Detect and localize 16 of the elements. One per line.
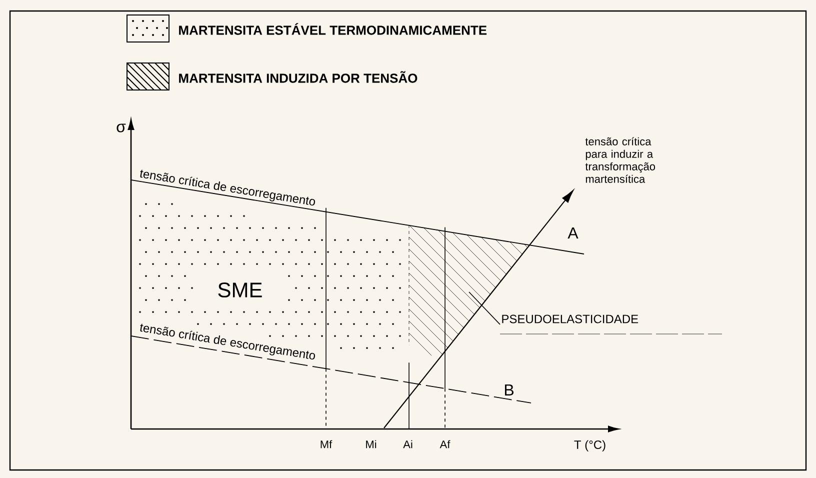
annotation-text: tensão crítica para induzir a transformação martensítica <box>585 137 656 183</box>
line-label: tensão crítica de escorregamento <box>140 324 316 360</box>
line-label: A <box>568 228 578 238</box>
line-label: tensão crítica de escorregamento <box>140 170 316 206</box>
line-label: B <box>504 384 514 396</box>
axis-label: T (°C) <box>574 440 606 452</box>
tick-label: Mi <box>366 440 376 448</box>
legend-text: MARTENSITA ESTÁVEL TERMODINAMICAMENTE <box>179 23 487 35</box>
tick-label: Af <box>440 440 450 448</box>
legend-text: MARTENSITA INDUZIDA POR TENSÃO <box>179 71 418 83</box>
region-label: SME <box>218 282 262 298</box>
tick-label: Ai <box>403 440 412 448</box>
leader-line <box>468 292 500 325</box>
annotation-text: PSEUDOELASTICIDADE <box>502 314 638 324</box>
tick-label: Mf <box>320 440 332 448</box>
axis-label: σ <box>116 124 126 132</box>
